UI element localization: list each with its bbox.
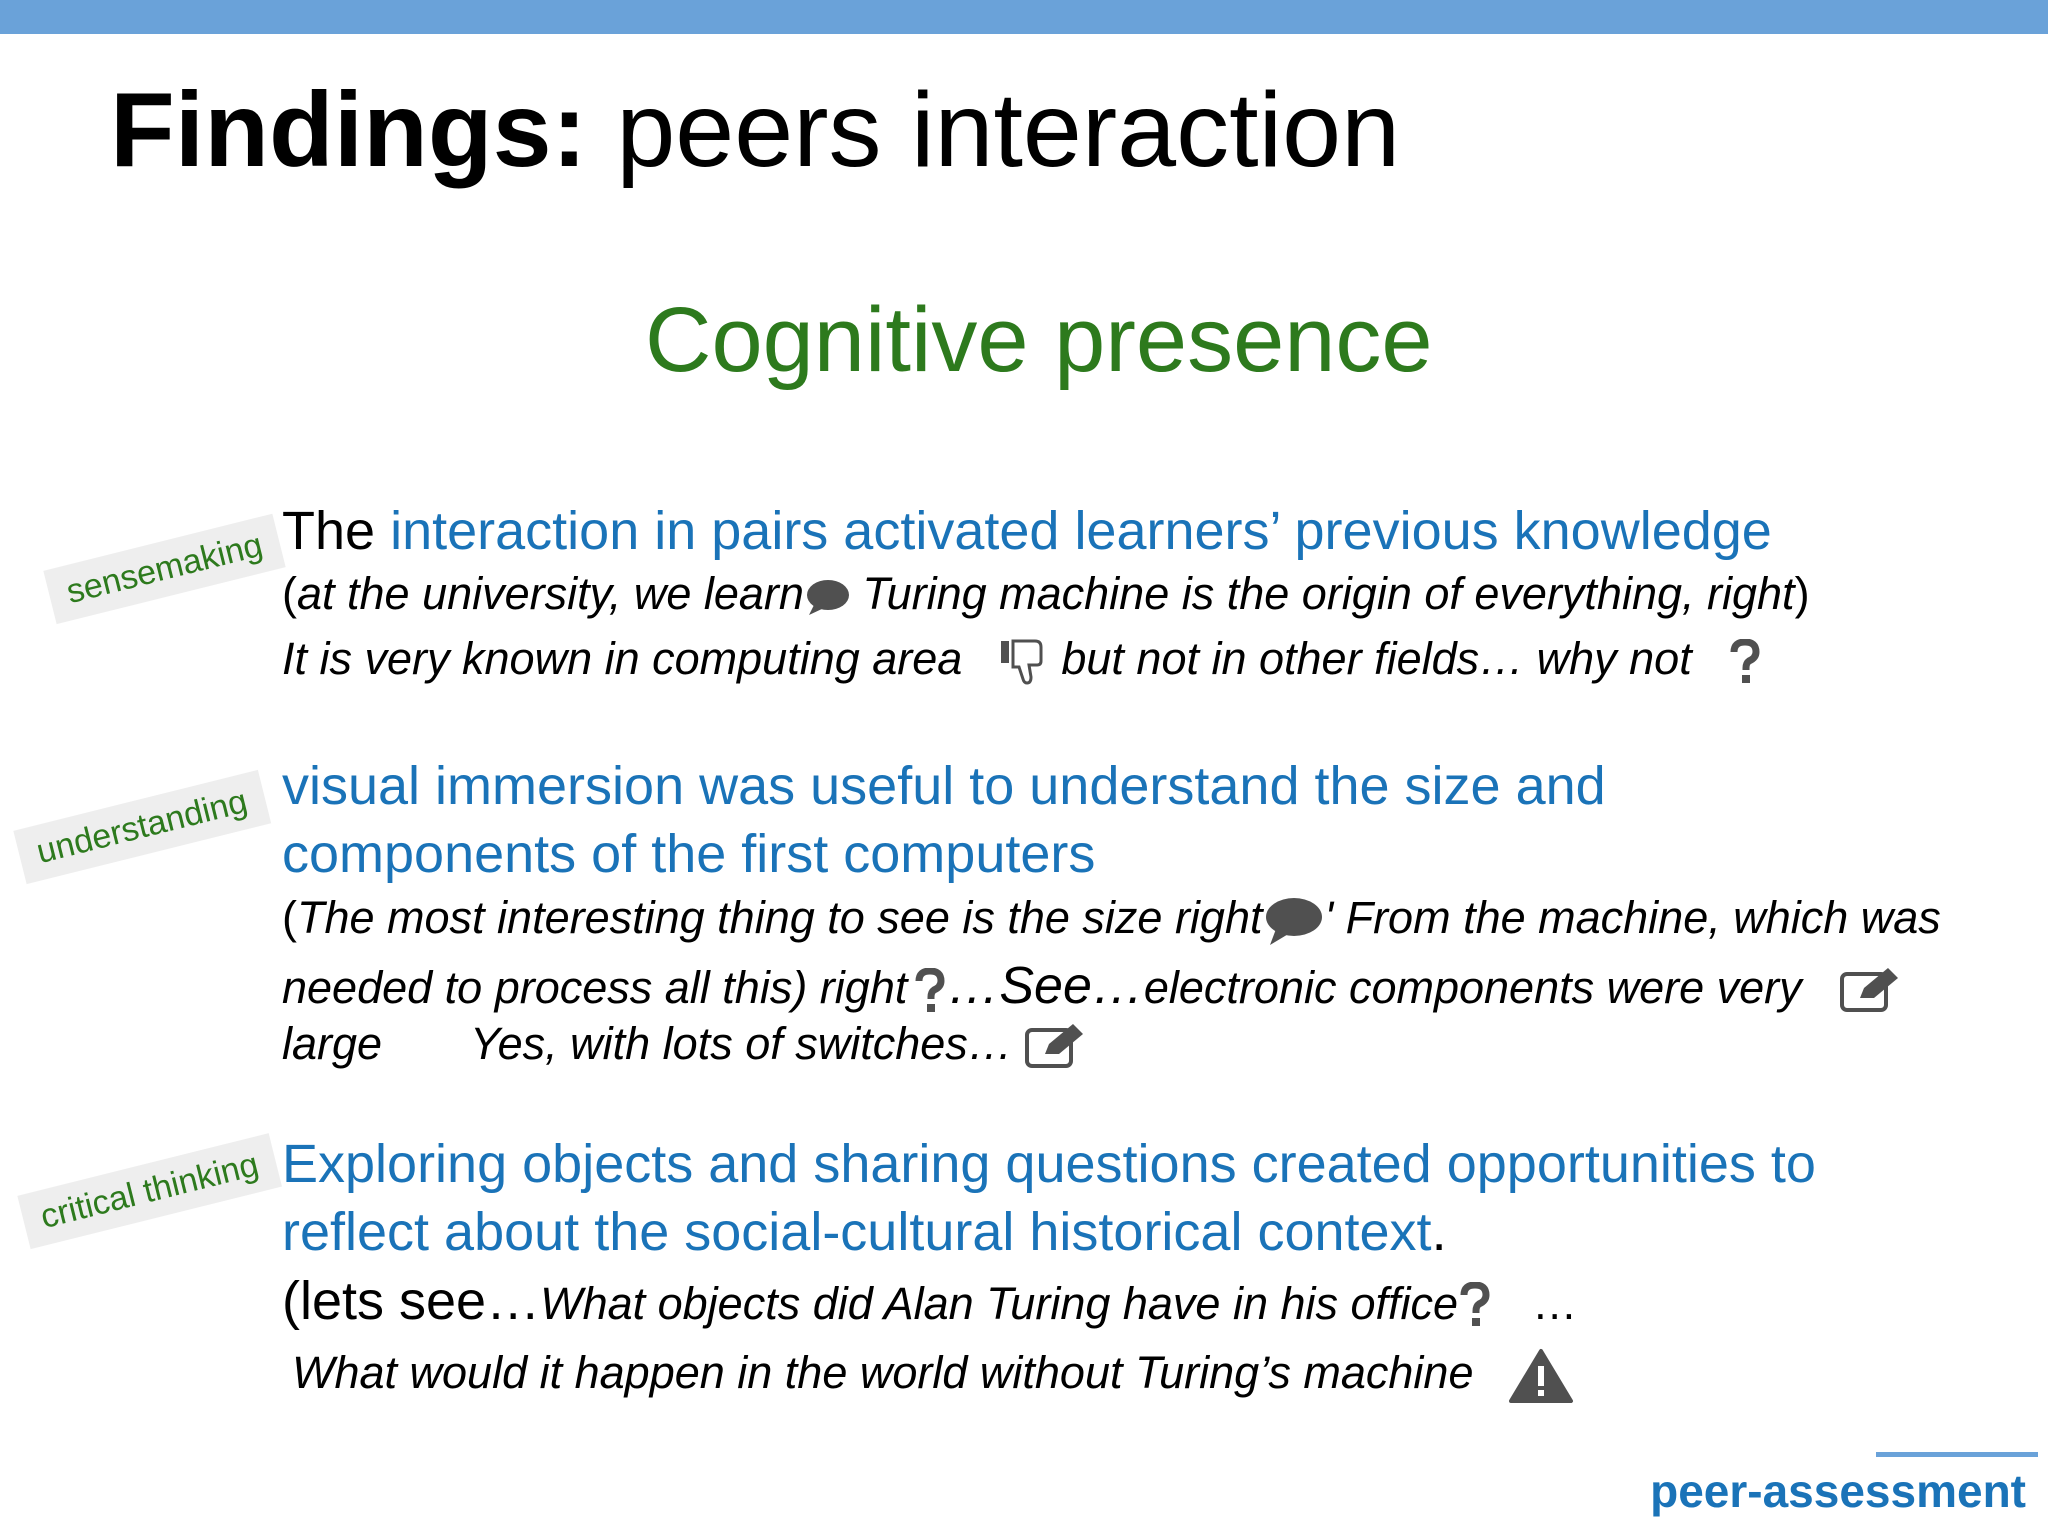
s2-quote-2: needed to process all this) right …See…el… [282,957,1902,1017]
s2-q2-b: electronic components were very [1143,962,1802,1013]
s1-q2-a: It is very known in computing area [282,633,963,684]
s1-lead: The [282,501,376,561]
s2-q1-b: ' From the machine, which was [1324,892,1941,943]
footer-rule [1876,1452,2038,1457]
footer-label: peer-assessment [1650,1465,2026,1517]
title-rest: peers interaction [616,71,1401,189]
question-mark-icon [1730,639,1760,684]
s1-headline: The interaction in pairs activated learn… [282,500,1772,562]
s2-headline-2: components of the first computers [282,824,1096,884]
s1-q-a: at the university, we learn [297,568,804,619]
s3-period: . [1431,1202,1447,1262]
s1-quote-1: (at the university, we learn Turing mach… [282,568,1810,620]
s1-blue: interaction in pairs activated learners’… [390,501,1772,561]
speech-bubble-icon [1266,898,1323,946]
slide-subtitle: Cognitive presence [645,289,1433,391]
slide-title: Findings: peers interaction [110,70,1400,192]
s3-headline-2: reflect about the social-cultural histor… [282,1201,1447,1263]
tag-sensemaking: sensemaking [43,513,286,625]
paren-open: ( [282,568,297,619]
s2-quote-1: (The most interesting thing to see is th… [282,892,1941,947]
speech-bubble-icon [806,580,849,616]
thumbs-down-icon [1000,639,1043,685]
top-bar [0,0,2048,34]
s2-q1-a: The most interesting thing to see is the… [297,892,1263,943]
s3-q1-it: What objects did Alan Turing have in his… [540,1278,1459,1329]
warning-icon [1509,1349,1573,1404]
tag-understanding: understanding [13,769,271,885]
s2-headline-1: visual immersion was useful to understan… [282,756,1606,816]
s3-blue-2: reflect about the social-cultural histor… [282,1202,1432,1262]
s1-q2-b: but not in other fields… why not [1061,633,1692,684]
s3-q2: What would it happen in the world withou… [292,1347,1474,1398]
s2-quote-3: large Yes, with lots of switches… [282,1018,1087,1072]
s3-quote-2: What would it happen in the world withou… [292,1347,1574,1404]
s3-q1-dots: … [1532,1278,1578,1329]
s1-q-b: Turing machine is the origin of everythi… [849,568,1795,619]
question-mark-icon [1460,1281,1490,1326]
s3-quote-1: (lets see…What objects did Alan Turing h… [282,1270,1577,1332]
s2-q2-a: needed to process all this) right [282,962,908,1013]
paren-open: ( [282,892,297,943]
s2-q3-b: Yes, with lots of switches… [470,1018,1013,1069]
s1-quote-2: It is very known in computing area but n… [282,633,1762,687]
s3-headline-1: Exploring objects and sharing questions … [282,1134,1816,1194]
edit-icon [1024,1024,1083,1069]
question-mark-icon [915,968,945,1013]
s2-q3-a: large [282,1018,383,1069]
title-bold: Findings: [110,71,587,189]
tag-critical-thinking: critical thinking [17,1133,282,1250]
edit-icon [1840,968,1899,1013]
paren-close: ) [1794,568,1810,619]
s3-q1-lead: (lets see… [282,1271,541,1331]
s2-q2-see: …See… [947,957,1144,1015]
